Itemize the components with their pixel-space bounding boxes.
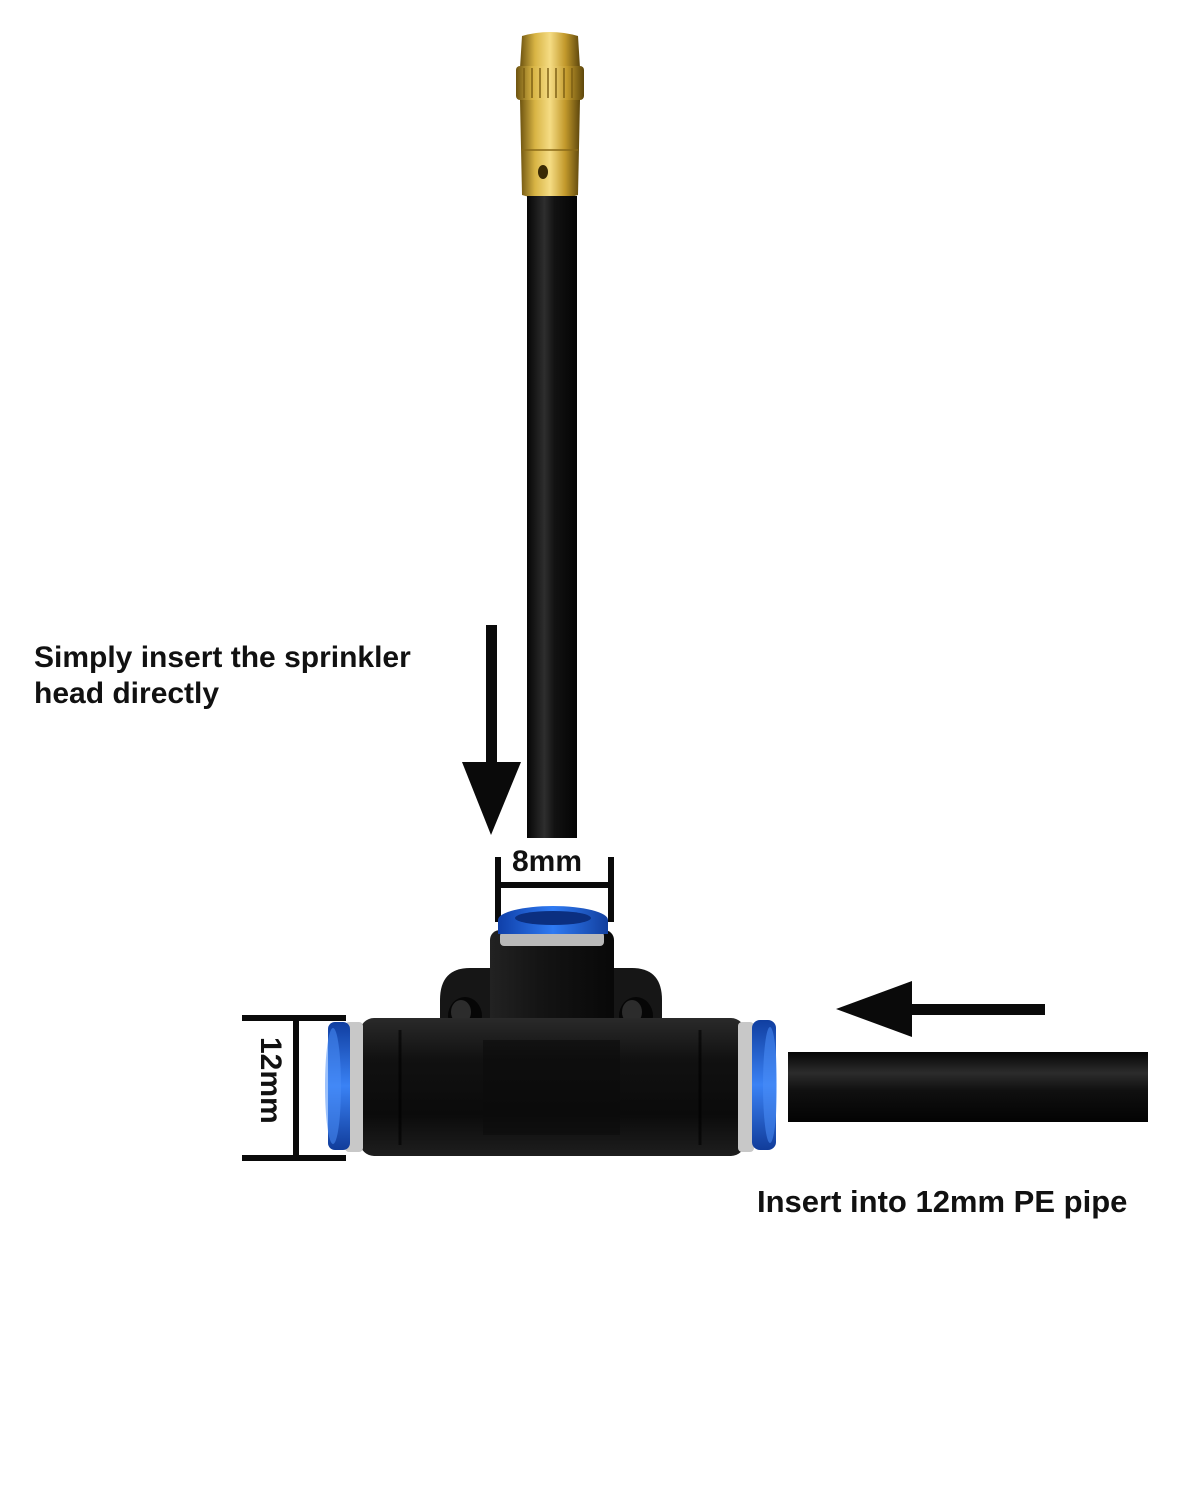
release-ring-left [325, 1022, 350, 1150]
release-ring-top [498, 906, 608, 934]
tee-fitting [345, 930, 754, 1156]
horizontal-pipe [788, 1052, 1148, 1122]
dimension-bracket-8mm [495, 857, 614, 922]
insert-instruction-line-2: head directly [34, 677, 220, 710]
dimension-label-8mm: 8mm [512, 845, 583, 878]
insert-instruction: Simply insert the sprinkler head directl… [34, 640, 411, 712]
arrow-down-icon [462, 625, 521, 835]
dimension-label-12mm: 12mm [254, 1037, 287, 1124]
arrow-left-icon [836, 981, 1045, 1037]
release-ring-right [752, 1020, 777, 1150]
insert-instruction-line-1: Simply insert the sprinkler [34, 641, 411, 674]
brass-nozzle [516, 32, 584, 200]
dimension-bracket-12mm [242, 1015, 346, 1161]
vertical-tube [527, 196, 577, 838]
pipe-instruction: Insert into 12mm PE pipe [757, 1184, 1128, 1219]
